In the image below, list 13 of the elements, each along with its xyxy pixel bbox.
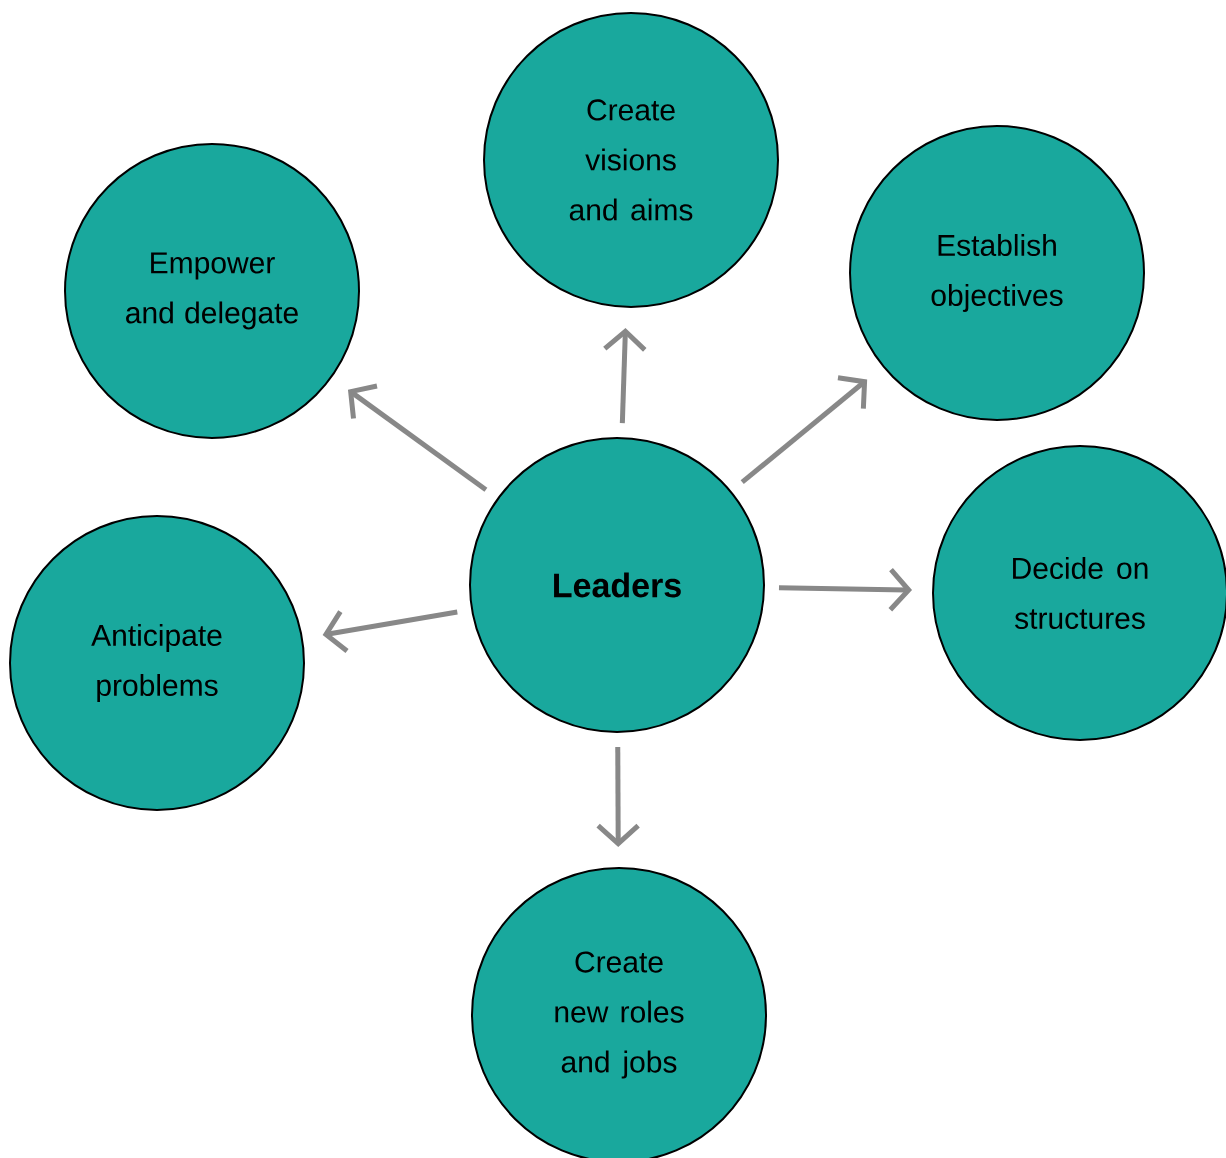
arrow (603, 327, 647, 424)
circle-node: Leaders (469, 437, 765, 733)
circle-node: Empower and delegate (64, 143, 360, 439)
circle-node: Create visions and aims (483, 12, 779, 308)
circle-node: Create new roles and jobs (471, 867, 767, 1158)
arrow (596, 746, 640, 847)
circle-node: Decide on structures (932, 445, 1226, 741)
arrow (778, 568, 913, 612)
circle-node: Establish objectives (849, 125, 1145, 421)
arrow (740, 375, 868, 485)
arrow (322, 609, 458, 653)
circle-node: Anticipate problems (9, 515, 305, 811)
arrow (347, 383, 488, 492)
